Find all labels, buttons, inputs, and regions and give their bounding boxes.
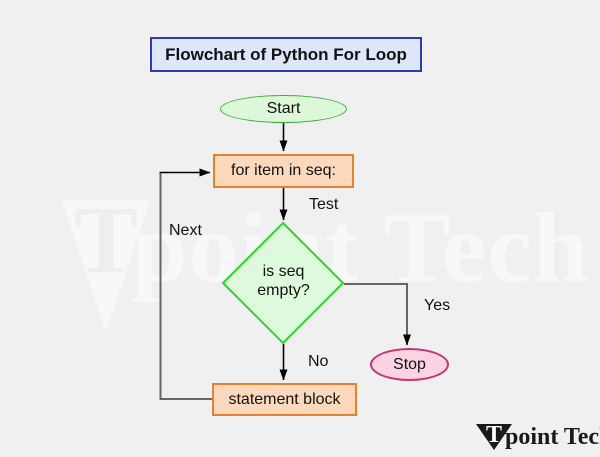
node-decision-label: is seq empty? — [240, 257, 327, 305]
logo-triangle-icon: T — [476, 422, 512, 450]
node-statement-block: statement block — [212, 383, 357, 416]
edge-label-yes: Yes — [424, 297, 451, 314]
node-start: Start — [220, 95, 347, 123]
logo-text: point Tech — [505, 424, 600, 450]
edge-decision-to-stop — [344, 283, 411, 346]
edge-loop-back — [159, 172, 212, 400]
edge-label-no: No — [308, 353, 329, 370]
diagram-title: Flowchart of Python For Loop — [150, 37, 422, 72]
logo-t-letter: T — [485, 422, 502, 448]
edge-label-test: Test — [309, 196, 339, 213]
tpointtech-logo: T point Tech — [476, 422, 600, 452]
decision-line1: is seq — [262, 262, 305, 280]
node-for-loop: for item in seq: — [213, 154, 354, 188]
edge-label-next: Next — [169, 222, 202, 239]
node-stop: Stop — [370, 348, 449, 381]
decision-line2: empty? — [257, 282, 310, 299]
decision-diamond-shape — [221, 221, 345, 345]
